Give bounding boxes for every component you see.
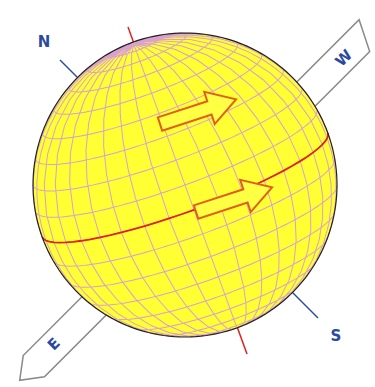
direction-label: N: [38, 35, 51, 50]
arrow-shape: [191, 171, 278, 228]
rotation-arrow: [191, 171, 278, 228]
direction-label: S: [331, 329, 342, 344]
arrow-shape: [155, 83, 242, 140]
rotation-arrow: [155, 83, 242, 140]
equator: [42, 133, 337, 262]
